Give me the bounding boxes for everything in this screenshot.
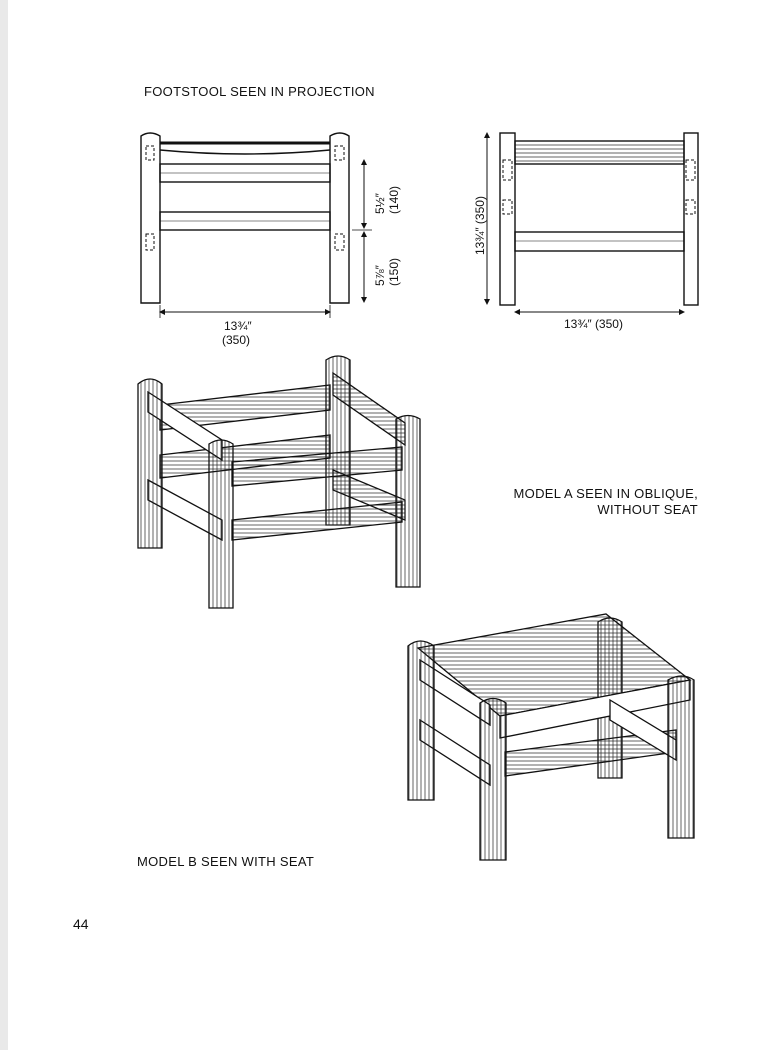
front-width-label: 13¾″ xyxy=(224,319,252,333)
front-right-leg xyxy=(329,132,350,304)
side-right-leg xyxy=(683,132,699,306)
front-projection-view xyxy=(140,132,372,318)
side-left-leg xyxy=(499,132,516,306)
page-number: 44 xyxy=(73,916,89,932)
model-a-caption-line1: MODEL A SEEN IN OBLIQUE, xyxy=(513,486,698,501)
front-left-leg xyxy=(140,132,161,304)
projection-caption: FOOTSTOOL SEEN IN PROJECTION xyxy=(144,84,375,99)
model-a-caption: MODEL A SEEN IN OBLIQUE, WITHOUT SEAT xyxy=(470,486,698,518)
side-projection-view xyxy=(484,132,699,315)
page-edge-shadow xyxy=(0,0,8,1050)
side-lower-rail xyxy=(514,231,685,252)
upper-height-label: 5½″ xyxy=(373,192,387,214)
lower-height-mm-label: (150) xyxy=(387,258,401,286)
model-a-caption-line2: WITHOUT SEAT xyxy=(597,502,698,517)
model-b-caption: MODEL B SEEN WITH SEAT xyxy=(137,854,315,869)
front-width-mm-label: (350) xyxy=(222,333,250,347)
side-width-label: 13¾″ (350) xyxy=(564,317,623,331)
model-a-oblique-drawing xyxy=(137,355,421,609)
model-b-seat-drawing xyxy=(407,613,695,861)
lower-height-label: 5⅞″ xyxy=(373,264,387,286)
side-seat-slats xyxy=(514,140,685,165)
side-height-label: 13¾″ (350) xyxy=(473,196,487,255)
upper-height-mm-label: (140) xyxy=(387,186,401,214)
